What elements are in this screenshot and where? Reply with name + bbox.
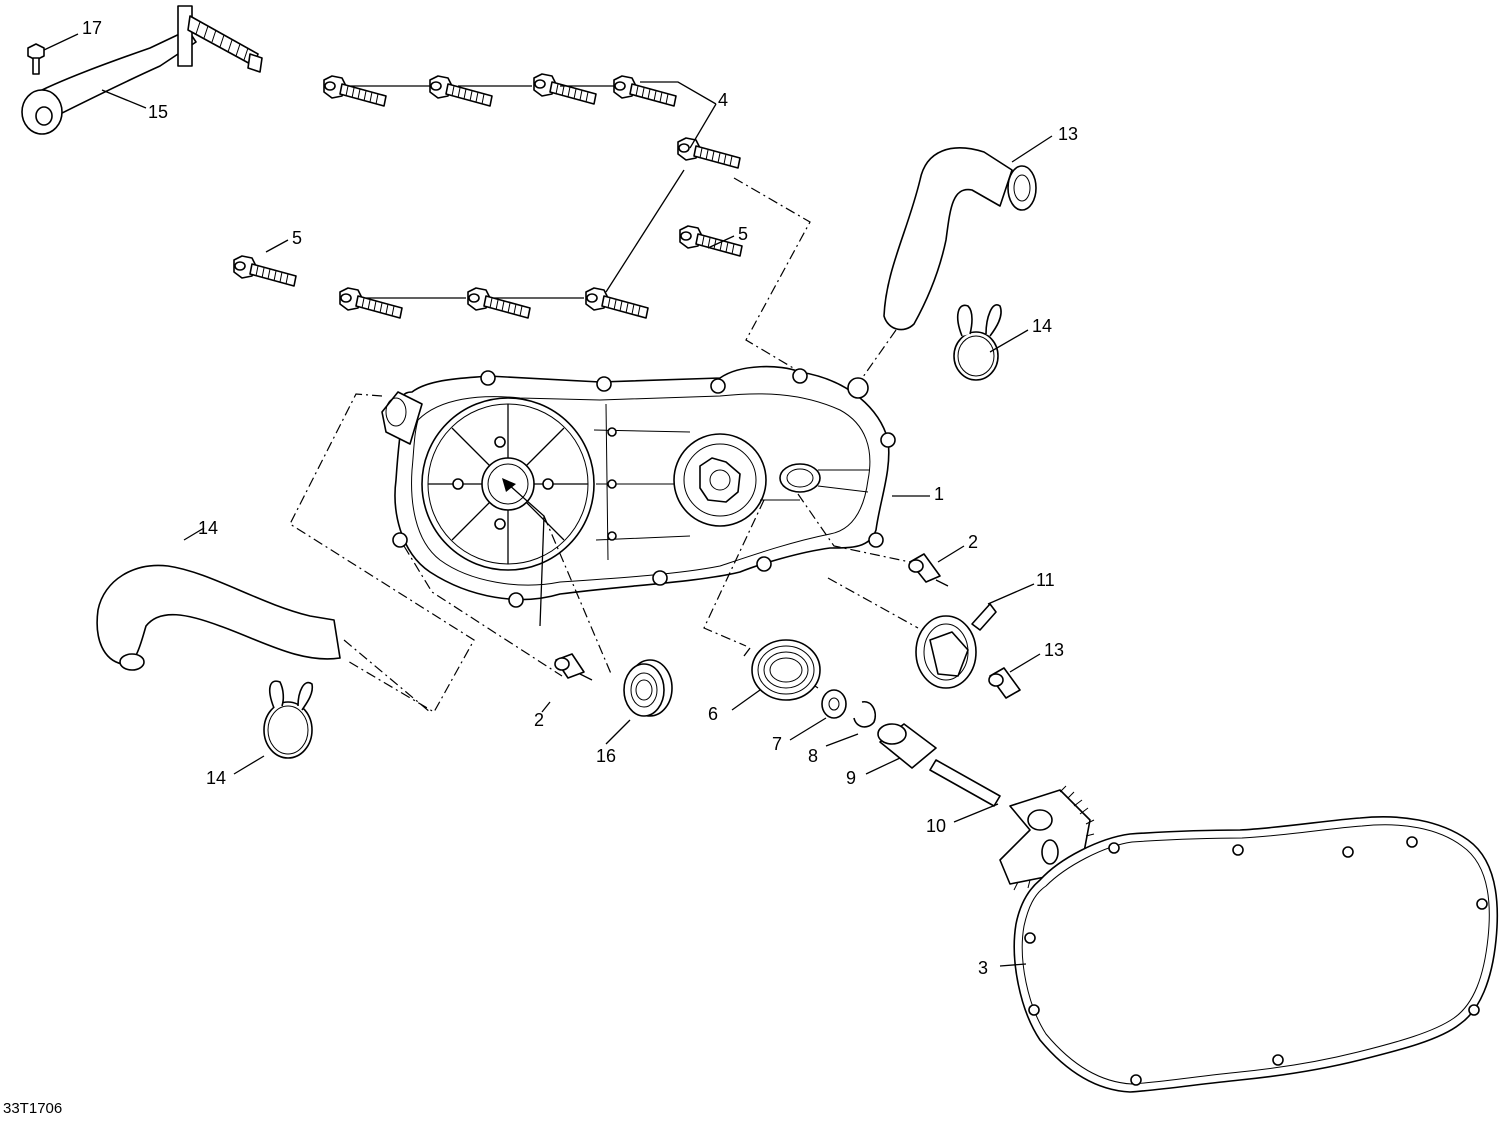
bushing-9 — [877, 723, 937, 769]
kick-starter-lever-12 — [21, 5, 263, 135]
callout-11: 11 — [1036, 570, 1055, 590]
callout-14-lower: 14 — [198, 518, 218, 538]
gasket-3 — [1013, 816, 1499, 1093]
callout-15-upper: 14 — [1032, 316, 1052, 336]
bearing-16 — [623, 659, 673, 717]
callout-9: 9 — [846, 768, 856, 788]
callout-labels: 17 15 4 13 5 5 14 1 14 2 11 13 2 6 7 8 1… — [82, 18, 1078, 978]
screw-17 — [27, 43, 45, 75]
dowel-2-lower — [554, 653, 593, 681]
callout-5-left: 5 — [292, 228, 302, 248]
callout-1: 1 — [934, 484, 944, 504]
leader-lines — [43, 33, 1053, 967]
callout-15-lower: 14 — [206, 768, 226, 788]
screw-connectors — [348, 81, 811, 373]
callout-3: 3 — [978, 958, 988, 978]
screws-4 — [323, 73, 741, 319]
circlip-8 — [853, 701, 877, 728]
clamp-15-upper — [953, 304, 1002, 381]
callout-5-right: 5 — [738, 224, 748, 244]
callout-10: 10 — [926, 816, 946, 836]
callout-14-upper: 13 — [1058, 124, 1078, 144]
callout-7: 7 — [772, 734, 782, 754]
callout-13: 13 — [1044, 640, 1064, 660]
spring-guide-11 — [915, 603, 997, 689]
spring-6 — [743, 639, 821, 701]
callout-12: 15 — [148, 102, 168, 122]
cover-1 — [289, 365, 919, 713]
hose-14-upper — [857, 147, 1037, 385]
dowel-2-upper — [908, 553, 949, 587]
bushing-13 — [988, 667, 1021, 699]
callout-17: 17 — [82, 18, 102, 38]
callout-8: 8 — [808, 746, 818, 766]
callout-6: 6 — [708, 704, 718, 724]
figure-code: 33T1706 — [3, 1100, 63, 1117]
callout-2-lower: 2 — [534, 710, 544, 730]
callout-16: 16 — [596, 746, 616, 766]
hose-14-lower — [96, 564, 431, 713]
washer-7 — [821, 689, 847, 719]
callout-2-upper: 2 — [968, 532, 978, 552]
clamp-15-lower — [263, 680, 314, 759]
callout-4: 4 — [718, 90, 728, 110]
screws-5 — [233, 225, 743, 287]
